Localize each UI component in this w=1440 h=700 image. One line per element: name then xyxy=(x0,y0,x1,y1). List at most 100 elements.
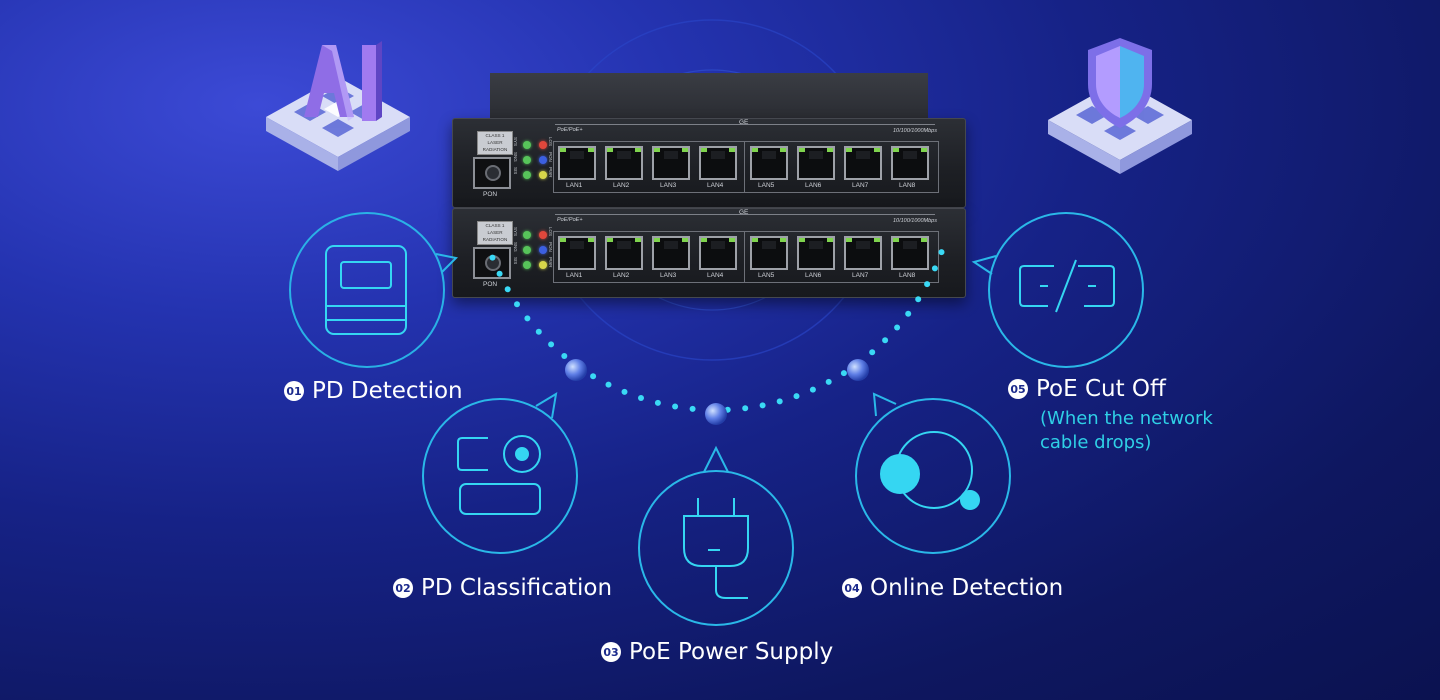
feature-number: 03 xyxy=(601,642,621,662)
arc-dot xyxy=(742,405,749,412)
class-label: CLASS 1 LASER RADIATION xyxy=(477,131,513,155)
feature-label: PoE Cut Off xyxy=(1036,376,1166,402)
arc-dot xyxy=(905,310,912,317)
lan-port[interactable] xyxy=(797,236,835,270)
led-indicator xyxy=(539,231,547,239)
switch-lid xyxy=(490,73,928,119)
led-label: SNG xyxy=(513,152,518,162)
power-plug-icon xyxy=(638,445,794,626)
lan-port[interactable] xyxy=(844,146,882,180)
pon-label: PON xyxy=(483,281,498,288)
led-label: LOS xyxy=(548,137,553,147)
led-indicator xyxy=(523,246,531,254)
lan-label: LAN6 xyxy=(805,272,822,279)
lan-port[interactable] xyxy=(750,236,788,270)
arc-dot xyxy=(524,315,531,322)
lan-port[interactable] xyxy=(844,236,882,270)
arc-dot xyxy=(938,249,945,256)
lan-label: LAN3 xyxy=(660,272,677,279)
arc-dot xyxy=(514,301,520,308)
led-indicator xyxy=(523,261,531,269)
ge-label: GE xyxy=(739,119,749,126)
lan-port[interactable] xyxy=(797,146,835,180)
arc-dot xyxy=(621,388,628,395)
pon-label: PON xyxy=(483,191,498,198)
arc-dot xyxy=(759,402,766,409)
lan-label: LAN4 xyxy=(707,182,724,189)
arc-dot xyxy=(496,270,503,277)
arc-dot xyxy=(504,286,511,293)
arc-dot xyxy=(793,393,800,400)
led-indicator xyxy=(539,261,547,269)
led-indicator xyxy=(523,141,531,149)
arc-dot xyxy=(548,341,555,348)
feature-label: Online Detection xyxy=(870,575,1064,601)
led-label: PWR xyxy=(548,167,553,178)
lan-label: LAN8 xyxy=(899,272,916,279)
feature-number: 01 xyxy=(284,381,304,401)
led-indicator xyxy=(539,156,547,164)
feature-poe-cut-off: 05 PoE Cut Off xyxy=(1008,376,1166,402)
lan-label: LAN4 xyxy=(707,272,724,279)
led-indicator xyxy=(523,171,531,179)
orbit-icon xyxy=(855,392,1011,554)
arc-dot xyxy=(776,398,783,405)
arc-dot xyxy=(869,349,876,356)
lan-port[interactable] xyxy=(652,146,690,180)
lan-port[interactable] xyxy=(699,146,737,180)
feature-number: 04 xyxy=(842,578,862,598)
lan-port[interactable] xyxy=(558,236,596,270)
pon-port xyxy=(473,157,511,189)
led-label: PON xyxy=(548,242,553,252)
lan-port[interactable] xyxy=(891,236,929,270)
lan-port[interactable] xyxy=(605,146,643,180)
lan-port[interactable] xyxy=(652,236,690,270)
feature-number: 02 xyxy=(393,578,413,598)
ai-isometric-icon xyxy=(258,25,418,175)
lan-port[interactable] xyxy=(699,236,737,270)
arc-dot xyxy=(924,281,931,288)
led-indicator xyxy=(539,171,547,179)
cut-link-icon xyxy=(971,212,1144,368)
feature-poe-power-supply: 03 PoE Power Supply xyxy=(601,639,833,665)
lan-label: LAN2 xyxy=(613,272,630,279)
lan-label: LAN7 xyxy=(852,272,869,279)
arc-dot xyxy=(825,378,832,385)
ge-band xyxy=(555,214,935,215)
led-label: LOS xyxy=(548,227,553,237)
arc-dot xyxy=(840,370,847,377)
arc-dot xyxy=(605,381,612,388)
switch-unit-top: CLASS 1 LASER RADIATION PON SYS SNG SIS … xyxy=(452,118,966,208)
poe-label: PoE/PoE+ xyxy=(557,217,583,223)
feature-label: PD Classification xyxy=(421,575,613,601)
arc-dot xyxy=(489,254,496,261)
poe-label: PoE/PoE+ xyxy=(557,127,583,133)
lan-label: LAN2 xyxy=(613,182,630,189)
arc-node xyxy=(705,403,727,425)
lan-label: LAN1 xyxy=(566,182,583,189)
feature-label: PD Detection xyxy=(312,378,463,404)
lan-port[interactable] xyxy=(750,146,788,180)
arc-dot xyxy=(590,373,597,380)
lan-port-group: LAN1 LAN2 LAN3 LAN4 LAN5 LAN6 LAN7 LAN8 xyxy=(553,231,939,283)
arc-dot xyxy=(809,386,816,393)
led-label: SIS xyxy=(513,167,518,175)
lan-label: LAN5 xyxy=(758,272,775,279)
arc-dot xyxy=(561,353,568,359)
ge-band xyxy=(555,124,935,125)
switch-unit-bottom: CLASS 1 LASER RADIATION PON SYS SNG SIS … xyxy=(452,208,966,298)
feature-number: 05 xyxy=(1008,379,1028,399)
lan-port[interactable] xyxy=(605,236,643,270)
lan-port[interactable] xyxy=(558,146,596,180)
arc-dot xyxy=(654,399,661,406)
lan-label: LAN1 xyxy=(566,272,583,279)
feature-note: (When the network cable drops) xyxy=(1040,408,1213,453)
lan-label: LAN5 xyxy=(758,182,775,189)
feature-online-detection: 04 Online Detection xyxy=(842,575,1063,601)
lan-port-group: LAN1 LAN2 LAN3 LAN4 LAN5 LAN6 LAN7 LAN8 xyxy=(553,141,939,193)
arc-node xyxy=(847,359,869,381)
lan-port[interactable] xyxy=(891,146,929,180)
led-indicator xyxy=(523,231,531,239)
